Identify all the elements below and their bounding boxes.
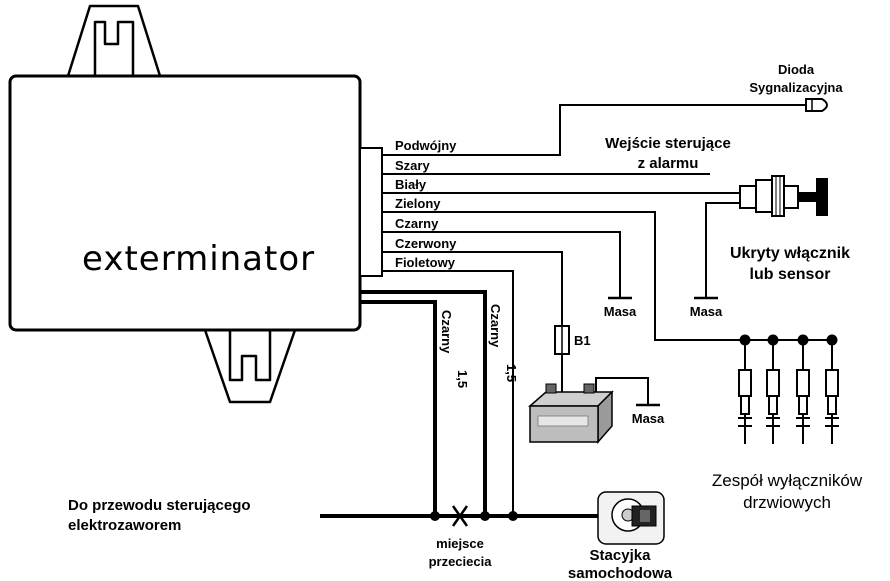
wire-czarny xyxy=(382,231,621,298)
lower-mounting-bracket xyxy=(203,328,297,404)
cable-label-czarny-2: Czarny xyxy=(488,304,503,348)
wire-label-bialy: Biały xyxy=(395,177,427,192)
wire-label-podwojny: Podwójny xyxy=(395,138,457,153)
exterminator-module xyxy=(8,74,362,332)
alarm-input-label: Wejście sterujące xyxy=(605,135,731,152)
wire-label-czarny: Czarny xyxy=(395,216,439,231)
wire-connector xyxy=(359,147,383,277)
door-switch-icon xyxy=(796,334,810,444)
wire-fioletowy xyxy=(382,270,514,516)
diode-label: Dioda xyxy=(778,62,815,77)
hidden-switch-label-2: lub sensor xyxy=(750,266,831,283)
wire-label-szary: Szary xyxy=(395,158,430,173)
junction-dot xyxy=(480,511,490,521)
wire-switch-ground xyxy=(705,202,740,298)
battery xyxy=(528,383,614,444)
cut-point-label-2: przeciecia xyxy=(429,554,493,569)
wire-battery-ground xyxy=(595,377,649,405)
door-switch-icon xyxy=(766,334,780,444)
ground-label-1: Masa xyxy=(604,304,637,319)
door-switch-icon xyxy=(825,334,839,444)
signal-diode-icon xyxy=(805,98,828,112)
ignition-label-2: samochodowa xyxy=(568,565,673,581)
valve-wire-label-2: elektrozaworem xyxy=(68,517,181,534)
door-switches-label-2: drzwiowych xyxy=(743,493,831,512)
ground-label-2: Masa xyxy=(690,304,723,319)
cable-czarny-2 xyxy=(360,300,437,516)
cable-czarny-1 xyxy=(360,290,487,516)
upper-mounting-bracket xyxy=(66,4,162,78)
fuse-label: B1 xyxy=(574,333,591,348)
hidden-switch-icon xyxy=(739,175,828,217)
cut-point-label: miejsce xyxy=(436,536,484,551)
hidden-switch-label: Ukryty włącznik xyxy=(730,245,850,262)
cable-label-czarny-1: Czarny xyxy=(439,310,454,354)
ignition-label: Stacyjka xyxy=(590,547,652,564)
wire-czerwony xyxy=(382,251,563,398)
valve-wire-label: Do przewodu sterującego xyxy=(68,497,251,514)
ignition-key-icon xyxy=(597,491,665,545)
cut-point-mark xyxy=(451,505,469,527)
junction-dot xyxy=(430,511,440,521)
module-brand: exterminator xyxy=(82,239,315,279)
ground-label-3: Masa xyxy=(632,411,665,426)
wire-label-zielony: Zielony xyxy=(395,196,441,211)
wire-label-fioletowy: Fioletowy xyxy=(395,255,456,270)
door-switches-label: Zespół wyłączników xyxy=(712,471,863,490)
diode-label-2: Sygnalizacyjna xyxy=(749,80,843,95)
door-switch-icon xyxy=(738,334,752,444)
wire-podwojny xyxy=(382,104,806,156)
alarm-input-label-2: z alarmu xyxy=(638,155,699,172)
wire-label-czerwony: Czerwony xyxy=(395,236,457,251)
cable-size-2: 1,5 xyxy=(504,364,519,382)
junction-dot xyxy=(508,511,518,521)
cable-size-1: 1,5 xyxy=(455,370,470,388)
door-switch-array xyxy=(738,334,839,444)
